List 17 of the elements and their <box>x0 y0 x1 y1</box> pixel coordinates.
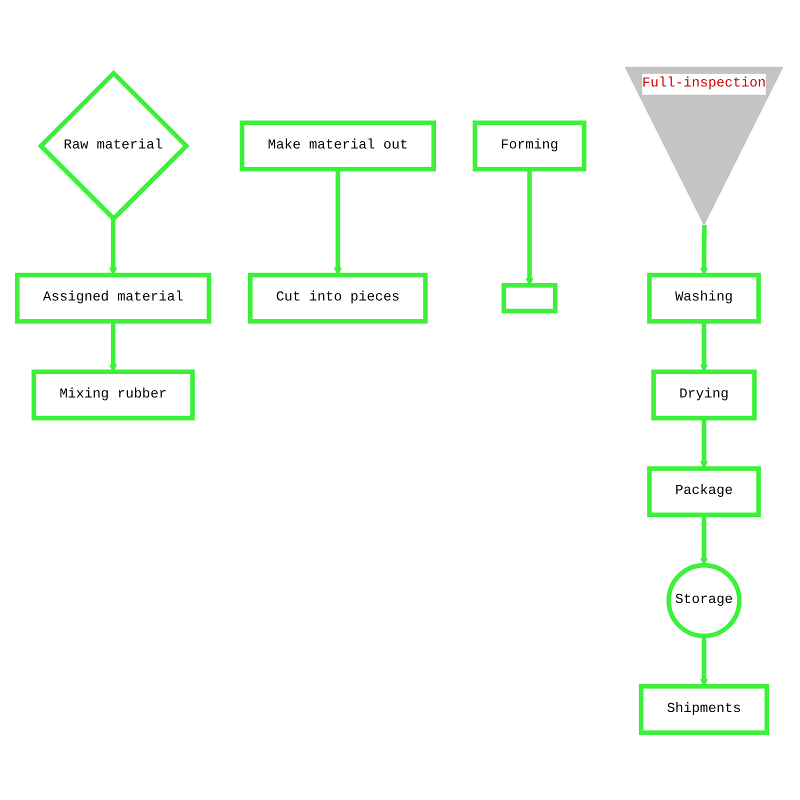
arrow <box>109 218 118 276</box>
process-box: Mixing rubber <box>32 370 195 420</box>
process-box: Forming <box>472 120 586 172</box>
process-box: Cut into pieces <box>248 272 428 324</box>
arrow <box>700 225 708 276</box>
process-box: Shipments <box>638 684 770 735</box>
process-box: Package <box>647 466 761 518</box>
arrow <box>334 169 342 276</box>
inspection-triangle: Full-inspection <box>624 66 784 226</box>
decision-diamond: Raw material <box>38 70 190 222</box>
process-box: Make material out <box>240 120 436 172</box>
arrow <box>700 418 708 469</box>
process-box: Assigned material <box>15 272 212 324</box>
process-box: Washing <box>647 272 761 324</box>
process-box <box>502 283 558 314</box>
storage-circle: Storage <box>666 563 742 638</box>
process-box: Drying <box>651 370 757 420</box>
